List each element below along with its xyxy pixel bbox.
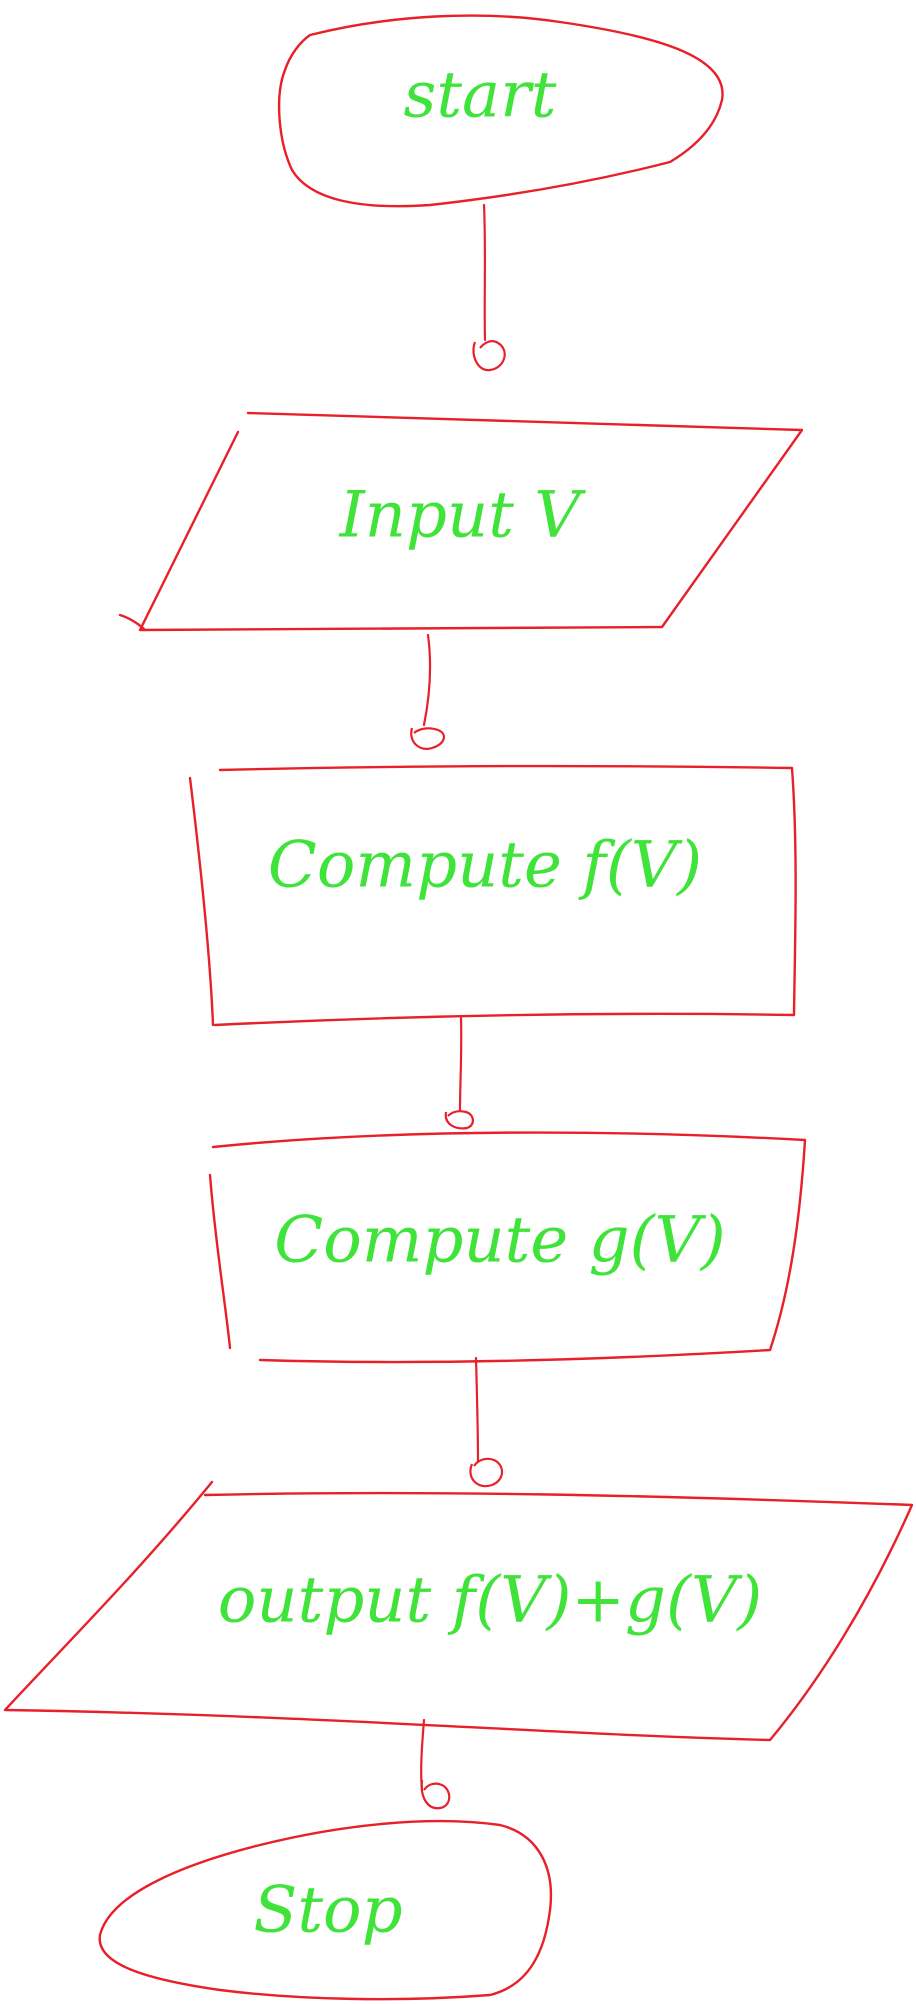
stop-label: Stop — [253, 1874, 402, 1948]
arrowhead — [410, 727, 446, 750]
compute-g-label: Compute g(V) — [274, 1204, 725, 1278]
compute-f-process-shape — [213, 764, 797, 1027]
compute-f-node: Compute f(V) — [188, 764, 797, 1027]
output-node: output f(V)+g(V) — [3, 1480, 914, 1742]
edge-output-to-stop — [420, 1718, 451, 1810]
stop-node: Stop — [98, 1819, 553, 2001]
input-label: Input V — [339, 479, 587, 553]
input-parallelogram-shape — [138, 411, 804, 632]
stop-terminator-shape — [98, 1819, 553, 2001]
compute-f-label: Compute f(V) — [268, 829, 702, 903]
output-label: output f(V)+g(V) — [218, 1564, 762, 1638]
compute-f-process-left-edge — [188, 776, 215, 1027]
arrowhead — [472, 340, 506, 372]
arrowhead — [469, 1457, 504, 1488]
start-label: start — [403, 59, 556, 133]
edge-compute-f-to-compute-g — [444, 1016, 474, 1130]
output-parallelogram-shape — [3, 1480, 914, 1742]
edge-input-to-compute-f — [410, 633, 446, 750]
start-terminator-shape — [277, 14, 724, 208]
edge-start-to-input — [472, 203, 506, 372]
start-node: start — [277, 14, 724, 208]
edge-compute-g-to-output — [469, 1356, 504, 1488]
connector-line — [422, 633, 432, 727]
compute-g-process-left-edge — [208, 1173, 232, 1350]
connector-line — [482, 203, 487, 342]
arrowhead — [420, 1779, 451, 1810]
compute-g-node: Compute g(V) — [208, 1131, 807, 1364]
input-parallelogram-overstroke — [118, 613, 147, 632]
connector-line — [458, 1016, 463, 1112]
input-node: Input V — [118, 411, 804, 632]
arrowhead — [444, 1110, 474, 1130]
connector-line — [420, 1718, 426, 1792]
connector-line — [474, 1356, 480, 1464]
compute-g-process-shape — [211, 1131, 807, 1364]
